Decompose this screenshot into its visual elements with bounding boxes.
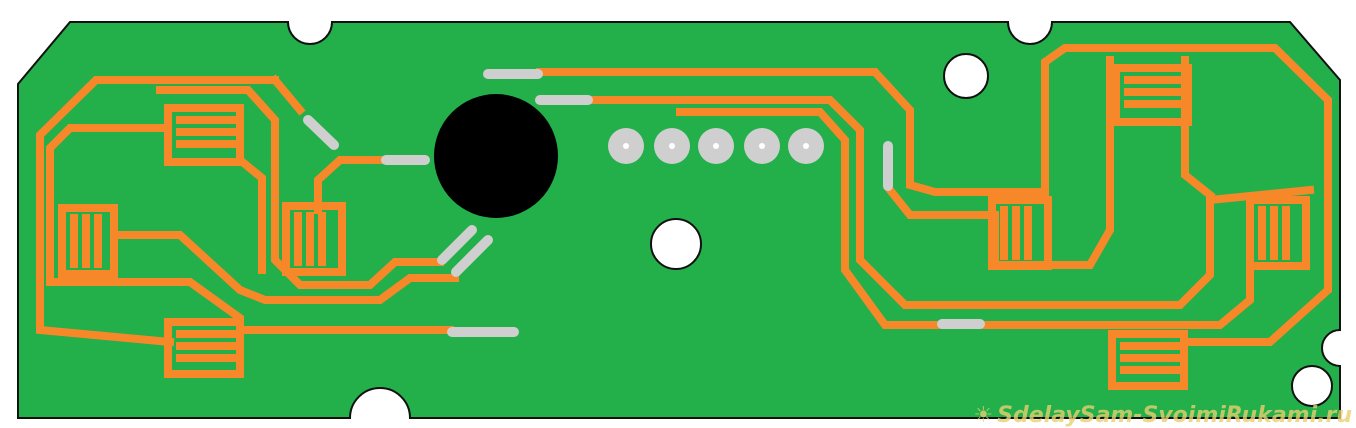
right-traces	[536, 44, 1332, 346]
solder-pads	[303, 69, 985, 337]
sensor-8	[1108, 330, 1188, 390]
watermark: ☀SdelaySam-SvoimiRukami.ru	[973, 403, 1352, 428]
watermark-text: SdelaySam-SvoimiRukami.ru	[997, 403, 1352, 428]
component-blob	[434, 94, 558, 218]
sensor-7	[1246, 196, 1310, 270]
connector-pins	[608, 128, 824, 164]
sun-icon: ☀	[973, 403, 994, 428]
sensor-6	[988, 196, 1052, 270]
sensor-1	[164, 104, 244, 166]
mount-hole	[943, 53, 989, 99]
sensor-4	[164, 318, 244, 378]
sensor-2	[58, 204, 118, 278]
mount-hole	[650, 218, 702, 270]
mount-hole	[1291, 365, 1333, 407]
sensor-5	[1112, 64, 1192, 126]
sensor-3	[282, 202, 346, 276]
